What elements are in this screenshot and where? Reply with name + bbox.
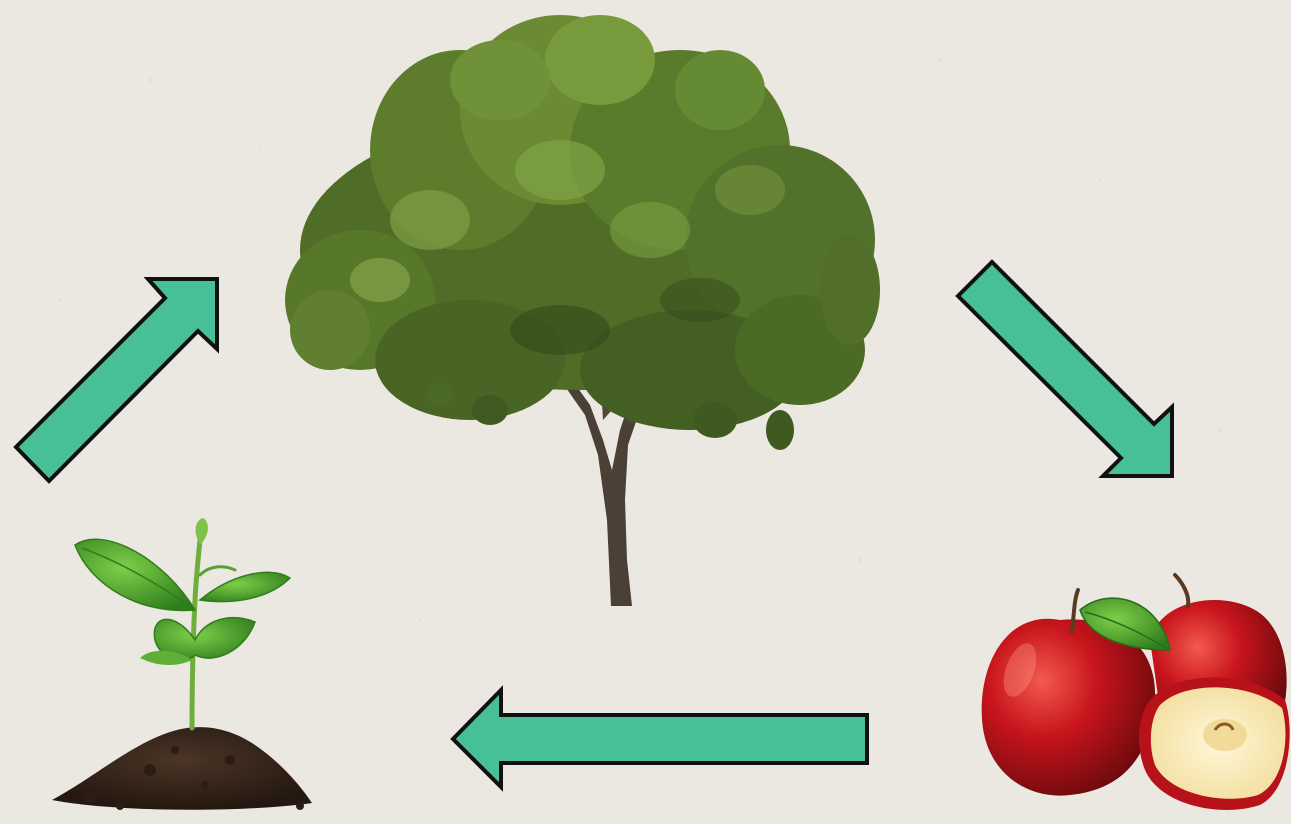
- tree-icon: [285, 15, 880, 606]
- apple-half: [1139, 678, 1290, 810]
- apples-icon: [982, 575, 1290, 810]
- seedling-leaf-big-left: [75, 539, 195, 610]
- seedling-icon: [52, 518, 312, 810]
- arrow-seedling-to-tree: [16, 279, 217, 481]
- seedling-leaf-right: [200, 572, 290, 601]
- arrow-tree-to-apples: [958, 262, 1172, 476]
- arrow-apples-to-seedling: [453, 690, 867, 787]
- tree-canopy: [285, 15, 880, 450]
